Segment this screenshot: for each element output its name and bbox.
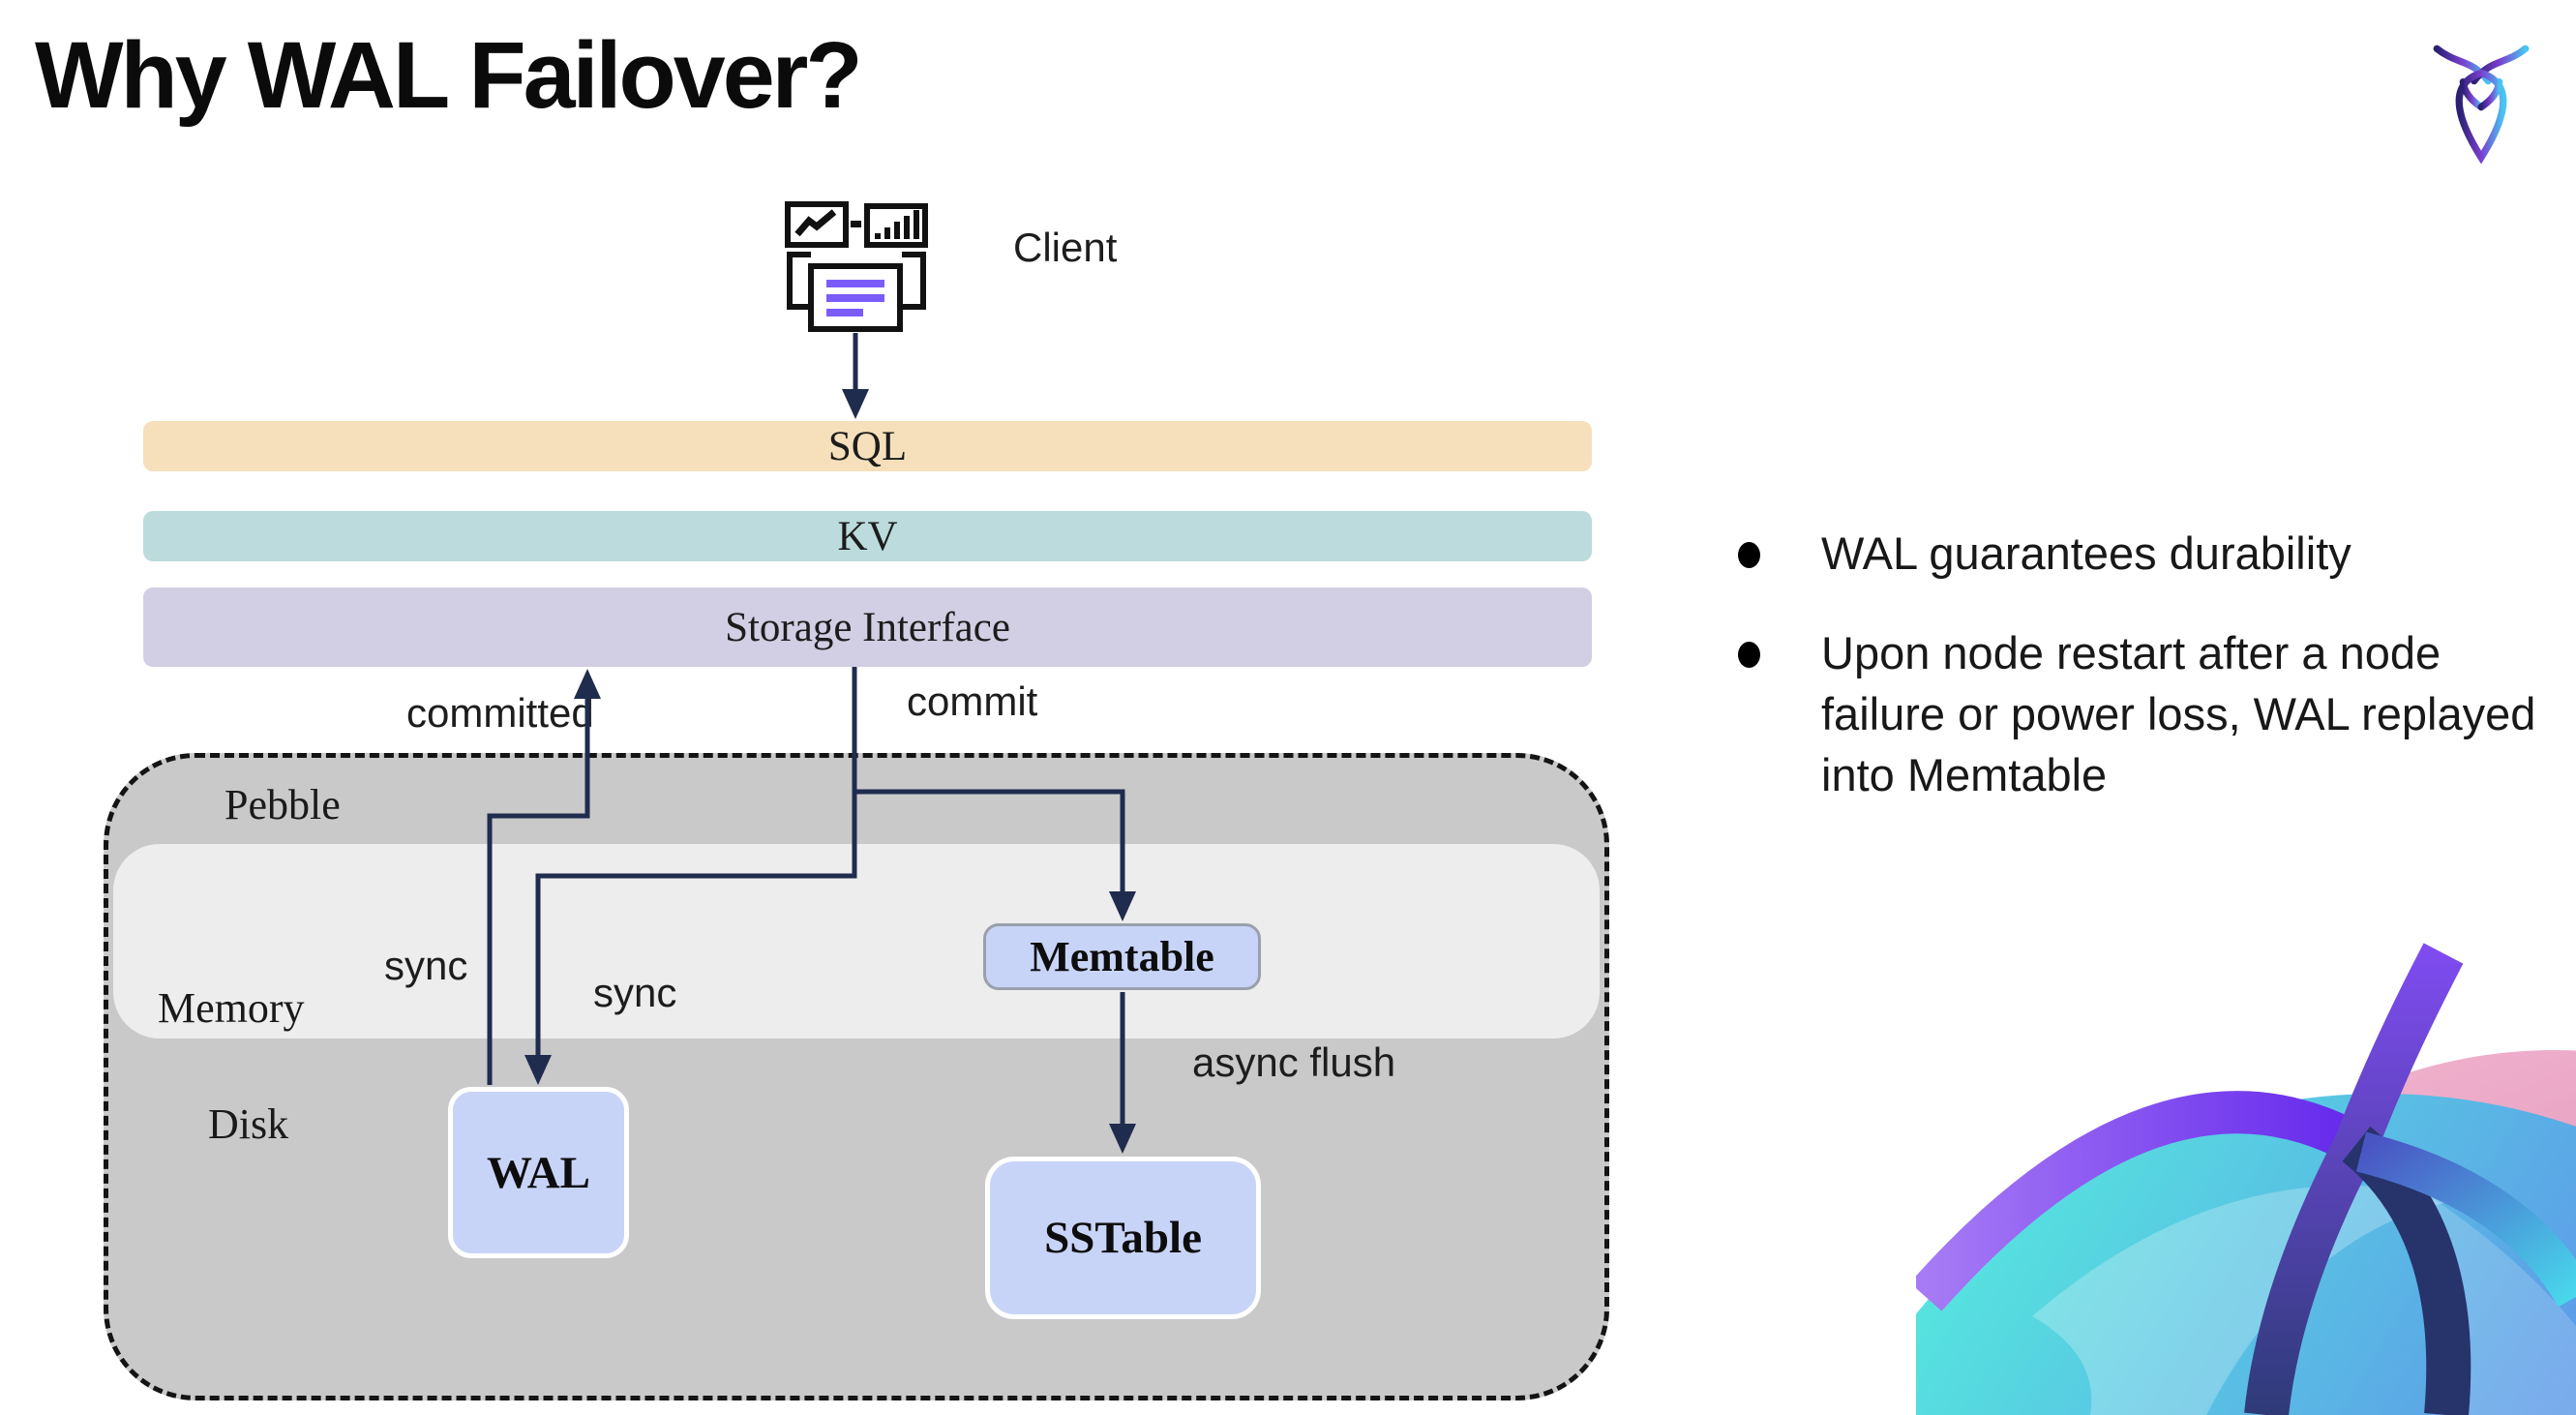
note-item: WAL guarantees durability: [1705, 523, 2557, 584]
screen-brackets: [787, 252, 926, 310]
memtable-box-label: Memtable: [1030, 933, 1214, 980]
cockroachdb-logo-icon: [2433, 45, 2530, 165]
sync-left-arrow-label: sync: [384, 943, 468, 988]
commit-arrow-label: commit: [907, 678, 1038, 724]
sql-layer-label: SQL: [827, 423, 908, 469]
client-label: Client: [1013, 225, 1118, 270]
notes-list: WAL guarantees durability Upon node rest…: [1705, 523, 2557, 844]
committed-arrow-label: committed: [406, 690, 594, 736]
sql-layer-bar: SQL: [143, 421, 1592, 471]
async-flush-arrow-label: async flush: [1192, 1039, 1396, 1085]
arrowhead-down-sql: [842, 389, 869, 419]
sstable-box: SSTable: [985, 1157, 1261, 1319]
page-title: Why WAL Failover?: [35, 22, 863, 128]
blue-sphere-petal: [2032, 1186, 2458, 1415]
disk-label: Disk: [208, 1100, 289, 1148]
storage-interface-layer-bar: Storage Interface: [143, 587, 1592, 667]
sstable-box-label: SSTable: [1044, 1213, 1202, 1263]
dash-connector: [851, 221, 861, 227]
kv-layer-label: KV: [837, 513, 898, 559]
brand-artwork: [1916, 943, 2576, 1415]
memtable-box: Memtable: [983, 923, 1261, 990]
wal-box: WAL: [448, 1087, 629, 1258]
document-icon: [808, 263, 903, 332]
kv-layer-bar: KV: [143, 511, 1592, 561]
bar-chart-icon: [864, 203, 928, 248]
line-chart-icon: [785, 201, 849, 248]
memory-band: [113, 844, 1600, 1039]
art-arc-leaf-right: [2355, 1131, 2576, 1308]
storage-interface-label: Storage Interface: [725, 604, 1010, 650]
client-dashboard-icon: [785, 201, 928, 332]
pebble-label: Pebble: [225, 781, 341, 828]
memory-label: Memory: [158, 984, 305, 1032]
wal-box-label: WAL: [486, 1147, 591, 1198]
sync-right-arrow-label: sync: [593, 970, 677, 1015]
note-item: Upon node restart after a node failure o…: [1705, 622, 2576, 805]
art-arc-left-antenna: [1916, 1091, 2367, 1311]
